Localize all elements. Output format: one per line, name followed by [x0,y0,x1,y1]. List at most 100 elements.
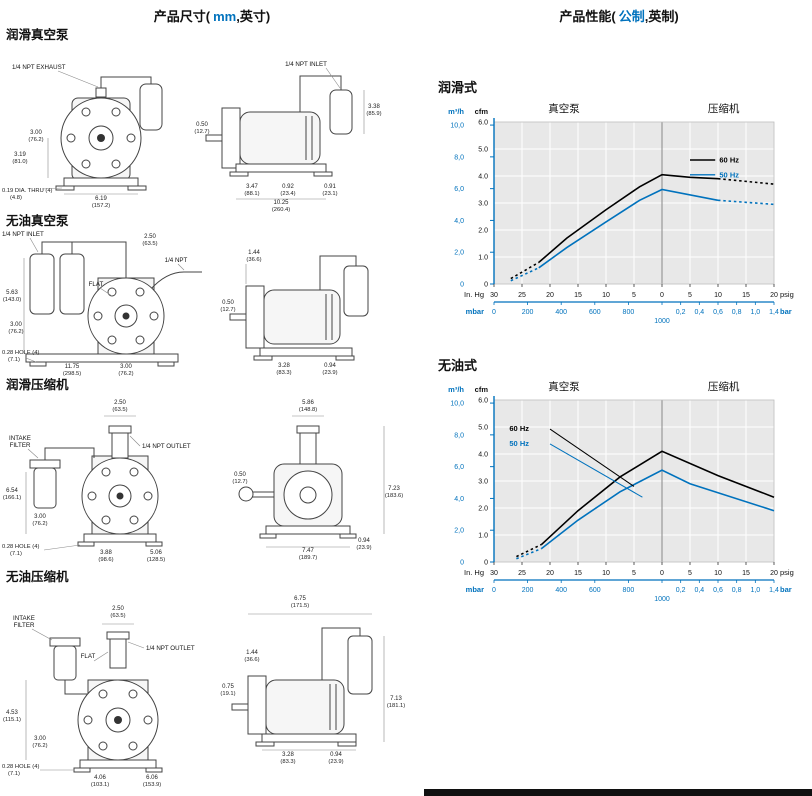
x-tick-bar: 1,4 [769,587,779,594]
x-tick-bar: 1,4 [769,309,779,316]
x-tick-mbar: 0 [492,309,496,316]
y-unit-metric: m³/h [448,107,464,116]
dimensions-title-unit: mm [213,9,237,24]
x-tick-main: 0 [660,292,664,299]
dim-label: 5.63 [6,290,18,296]
dim-label: 0.50 [196,122,208,128]
y-tick-cfm: 4.0 [478,174,488,181]
outlet-cap [296,425,320,434]
dim-label-mm: (76.2) [118,371,133,376]
x-tick-bar: 0,2 [676,309,686,316]
dim-label-mm: (298.5) [63,371,81,376]
x-tick-main: 5 [688,570,692,577]
side-view [205,75,353,177]
dim-label: 2.50 [112,606,124,612]
x-unit-bar: bar [780,307,792,316]
foot [127,185,147,191]
dim-label-mm: (83.3) [280,759,295,765]
footer-bar [424,789,812,796]
x-unit-bar: bar [780,585,792,594]
dim-label-mm: (181.1) [387,703,405,709]
foot [255,741,275,747]
shaft [231,703,249,711]
dim-label-mm: (88.1) [244,191,259,197]
dim-label: 11.75 [65,364,80,370]
dim-label-mm: (76.2) [32,521,47,527]
exhaust-pipe [100,76,152,88]
dim-label-mm: (4.8) [10,195,22,201]
foot [337,741,357,747]
dim-label-mm: (166.1) [3,495,21,501]
dim-label-mm: (76.2) [32,743,47,749]
outlet-pipe [321,627,361,680]
hole-label: 0.28 HOLE (4) [2,350,39,356]
mounting-base [259,347,353,357]
dim-label-mm: (63.5) [112,407,127,413]
pump-head [221,107,241,169]
y-tick-cfm: 3.0 [478,201,488,208]
inlet-pipe [319,255,357,290]
series-60-hz [717,177,775,185]
dim-label: 10.25 [273,200,289,206]
dim-label: 0.92 [282,184,294,190]
dim-label-mm: (189.7) [299,555,317,561]
dim-label: 3.19 [14,152,26,158]
y-tick-metric: 8,0 [454,154,464,161]
y-tick-cfm: 5.0 [478,425,488,432]
section-heading: 无油真空泵 [6,214,69,228]
dim-label: 1.44 [246,650,258,656]
y-tick-metric: 10,0 [450,401,464,408]
x-tick-main: 0 [660,570,664,577]
chart-heading-oilfree: 无油式 [438,358,478,373]
pump-head [247,675,267,735]
x-tick-mbar: 200 [522,587,534,594]
foot [77,541,95,547]
dim-label: 3.00 [120,364,132,370]
inlet-canister [343,265,369,317]
pump-head [245,285,265,349]
x-tick-main: 30 [490,292,498,299]
foot [229,171,249,177]
series-50-hz [516,547,542,560]
dim-label-mm: (12.7) [194,129,209,135]
series-50-hz [538,188,719,269]
x-tick-main: 5 [632,292,636,299]
x-tick-mbar-1000: 1000 [654,596,670,603]
intake-filter-label: INTAKE [13,615,35,622]
y-unit-metric: m³/h [448,385,464,394]
x-tick-main: 5 [632,570,636,577]
side-dimensions: 1/4 NPT INLET 3.38 (85.9) 0.50 (12.7) 3.… [194,61,381,212]
x-tick-main: 15 [574,292,582,299]
y-tick-metric: 4,0 [454,496,464,503]
intake-pipe [44,447,95,460]
x-tick-mbar: 200 [522,309,534,316]
side-dimensions: 1.44 (36.6) 0.50 (12.7) 3.28 (83.3) 0.94… [220,250,337,376]
front-view [25,241,202,367]
x-tick-bar: 0,2 [676,587,686,594]
dim-label-mm: (19.1) [220,691,235,697]
x-tick-main: 25 [518,570,526,577]
inlet-pipe [299,75,342,112]
x-tick-mbar: 800 [623,587,635,594]
x-tick-main: 20 [546,292,554,299]
outlet-cap [106,631,130,640]
x-tick-main: 15 [574,570,582,577]
dim-label-mm: (153.9) [143,782,161,788]
side-dimensions: 5.86 (148.8) 7.23 (183.6) 0.50 (12.7) 7.… [232,400,403,561]
drawing-lubricated-compressor: INTAKE FILTER 1/4 NPT OUTLET 2.50 (63.5)… [2,400,403,563]
dim-label-mm: (12.7) [220,307,235,313]
foot [313,171,333,177]
muffler [329,89,353,135]
y-tick-metric: 0 [460,282,464,289]
x-tick-bar: 1,0 [750,587,760,594]
dim-label-mm: (157.2) [92,203,110,209]
performance-title-suffix: ,英制) [644,9,679,24]
dim-label: 7.13 [390,696,402,702]
dim-label: 3.88 [100,550,112,556]
dim-label-mm: (83.3) [276,370,291,376]
hole-label-mm: (7.1) [8,357,20,363]
front-view [55,76,163,191]
dim-label-mm: (76.2) [8,329,23,335]
y-tick-metric: 6,0 [454,186,464,193]
front-view [49,631,163,773]
